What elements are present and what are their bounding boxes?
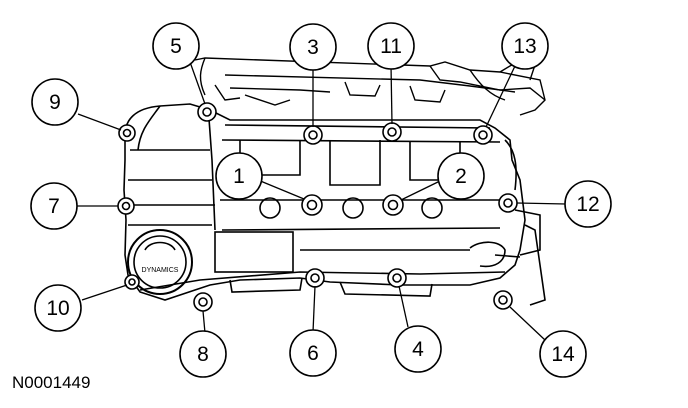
bolt-7 (117, 197, 135, 215)
bolt-11 (382, 122, 402, 142)
callout-9: 9 (49, 91, 61, 114)
bolt-4 (387, 268, 407, 288)
bolt-5 (197, 102, 217, 122)
callout-12: 12 (576, 193, 599, 216)
callout-1: 1 (233, 165, 245, 188)
callout-13: 13 (513, 35, 536, 58)
callout-11: 11 (380, 35, 402, 58)
bolt-9 (118, 124, 136, 142)
bolt-10 (124, 274, 140, 290)
bolt-12 (498, 193, 518, 213)
bolt-6 (305, 268, 325, 288)
bolt-8 (193, 292, 213, 312)
upper-engine-components (194, 57, 546, 116)
callout-14: 14 (551, 343, 575, 366)
bolt-2 (382, 194, 404, 216)
callout-circles (30, 22, 612, 378)
figure-reference: N0001449 (12, 373, 90, 392)
callout-labels: 1 2 3 4 5 6 7 8 9 10 11 12 13 14 (46, 35, 599, 366)
bolt-1 (301, 194, 323, 216)
valve-cover (123, 103, 546, 306)
callout-5: 5 (170, 35, 182, 58)
bolt-13 (473, 125, 493, 145)
callout-8: 8 (197, 343, 209, 366)
callout-10: 10 (46, 297, 69, 320)
bolt-3 (303, 125, 323, 145)
bolt-14 (493, 290, 513, 310)
callout-7: 7 (48, 195, 60, 218)
callout-2: 2 (455, 165, 467, 188)
leader-lines (70, 61, 567, 341)
callout-4: 4 (412, 338, 424, 361)
callout-6: 6 (307, 342, 319, 365)
callout-3: 3 (307, 36, 319, 59)
cap-marking-text: DYNAMICS (142, 267, 179, 274)
